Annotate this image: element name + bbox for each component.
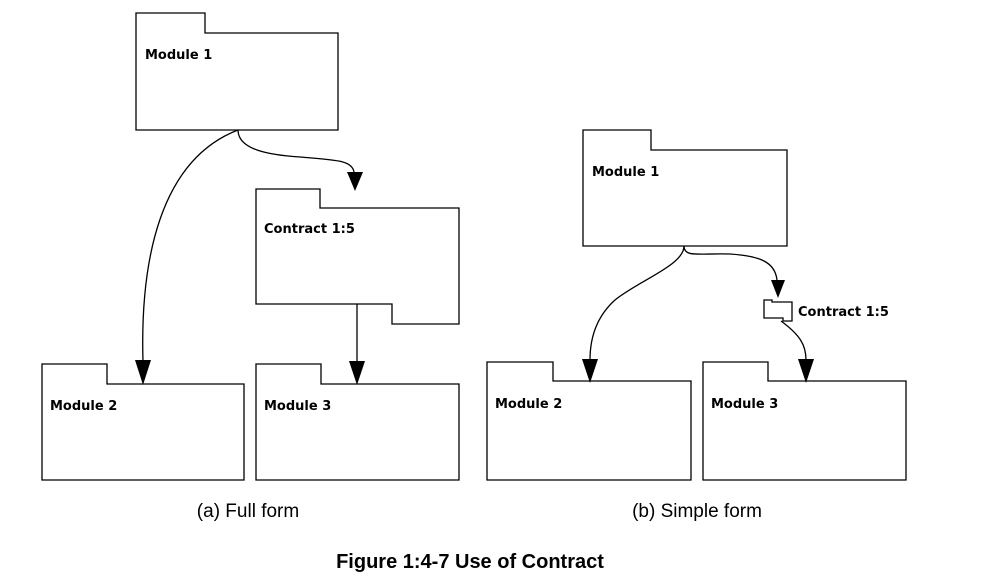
- contract-icon: [763, 299, 793, 322]
- simple-module2-label: Module 2: [495, 397, 562, 412]
- simple-module1-package: Module 1: [582, 129, 788, 247]
- arrowhead-icon: [135, 360, 151, 385]
- simple-module1-label: Module 1: [592, 165, 659, 180]
- full-module3-package: Module 3: [255, 363, 460, 481]
- full-form-panel: Module 1 Contract 1:5 Module 2 Module 3: [41, 12, 460, 522]
- figure-title: Figure 1:4-7 Use of Contract: [336, 551, 604, 573]
- simple-module3-label: Module 3: [711, 397, 778, 412]
- full-edge-module1-to-contract: [237, 129, 363, 191]
- simple-module3-package: Module 3: [702, 361, 907, 481]
- simple-contract-label: Contract 1:5: [798, 305, 889, 320]
- full-module2-package: Module 2: [41, 363, 245, 481]
- full-module3-label: Module 3: [264, 399, 331, 414]
- simple-edge-module1-to-contract: [683, 245, 785, 298]
- full-edge-module1-to-module2: [135, 129, 239, 385]
- full-module1-label: Module 1: [145, 48, 212, 63]
- arrowhead-icon: [347, 172, 363, 191]
- full-module1-package: Module 1: [135, 12, 339, 131]
- full-contract-package: Contract 1:5: [255, 188, 460, 325]
- simple-edge-contract-to-module3: [780, 320, 814, 383]
- full-edge-contract-to-module3: [349, 304, 365, 385]
- full-contract-label: Contract 1:5: [264, 222, 355, 237]
- arrowhead-icon: [349, 361, 365, 385]
- simple-module2-package: Module 2: [486, 361, 692, 481]
- full-module2-label: Module 2: [50, 399, 117, 414]
- simple-form-caption: (b) Simple form: [632, 501, 762, 522]
- arrowhead-icon: [798, 359, 814, 383]
- arrowhead-icon: [771, 280, 785, 298]
- full-form-caption: (a) Full form: [197, 501, 299, 522]
- simple-edge-module1-to-module2: [582, 245, 685, 383]
- simple-form-panel: Module 1 Module 2 Module 3 Contract 1:5: [486, 129, 907, 522]
- arrowhead-icon: [582, 359, 598, 383]
